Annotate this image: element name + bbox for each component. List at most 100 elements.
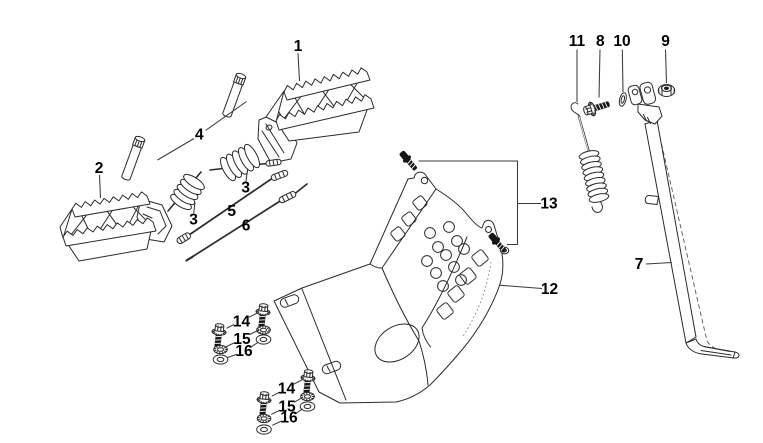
serration	[222, 345, 224, 348]
thread	[259, 319, 266, 321]
knurl-line	[272, 160, 275, 166]
thread	[304, 381, 311, 384]
thread	[498, 244, 503, 249]
socket-head-bolt	[488, 232, 507, 253]
knurl-line	[278, 172, 281, 178]
flange-slot	[321, 360, 342, 375]
serrated-rail	[62, 217, 157, 247]
thread	[601, 103, 605, 109]
serration	[591, 102, 593, 106]
leader-14b	[271, 379, 303, 397]
bolt-head-top	[488, 232, 494, 238]
washer-hole	[260, 426, 268, 433]
serration	[265, 325, 267, 328]
vent-slot	[471, 249, 489, 267]
thread	[594, 104, 598, 111]
thread	[259, 315, 266, 318]
lock-washer	[300, 391, 315, 402]
flat-washer	[299, 401, 316, 412]
shape	[326, 365, 331, 372]
serration	[212, 332, 216, 334]
leader-7	[645, 261, 673, 265]
bolt-head-top	[399, 150, 405, 156]
hex-edge	[585, 107, 591, 110]
serration	[303, 379, 306, 381]
knurl-line	[276, 159, 279, 165]
serration	[265, 414, 268, 417]
footpeg-right	[257, 67, 375, 164]
bolt-head-top	[258, 303, 269, 308]
skid-plate-bolts	[399, 150, 510, 255]
flat-washer	[255, 334, 272, 345]
vent-slot	[390, 226, 406, 242]
flanged-hex-bolt	[211, 323, 227, 350]
shape	[279, 294, 300, 308]
thread	[598, 103, 602, 110]
serration	[265, 332, 267, 335]
thread	[411, 164, 416, 169]
callout-4: 4	[195, 127, 204, 144]
callout-3: 3	[189, 212, 198, 229]
shape	[440, 249, 452, 261]
serration	[593, 112, 596, 115]
bolt-head-top	[303, 369, 314, 374]
leader-8	[598, 49, 601, 98]
shape	[284, 299, 289, 306]
washer-hole	[216, 356, 225, 363]
flange-nut	[657, 84, 676, 97]
thread	[604, 102, 608, 108]
callout-10: 10	[613, 33, 630, 50]
thread	[496, 241, 501, 246]
hinge-pin-5	[188, 177, 273, 236]
callout-12: 12	[541, 281, 558, 298]
knurled-tip	[278, 191, 297, 204]
shape	[424, 227, 436, 239]
bracket-body	[637, 103, 663, 125]
serration	[311, 379, 315, 381]
leader-16a	[227, 341, 259, 359]
leader-3b	[193, 202, 196, 214]
serration	[224, 346, 227, 349]
bend-line	[461, 261, 492, 339]
serration	[259, 420, 262, 423]
spring-coil	[244, 143, 260, 169]
shape	[437, 280, 449, 292]
knurl-line	[282, 171, 285, 177]
callout-5: 5	[227, 203, 236, 220]
serration	[259, 414, 262, 417]
knurl-line	[274, 174, 277, 180]
serration	[258, 331, 261, 334]
bracket-detail	[643, 114, 651, 124]
washer-hole	[303, 403, 312, 410]
washer-hole	[260, 416, 268, 421]
nut-hole	[664, 86, 670, 91]
knurl-line	[134, 139, 138, 147]
footpeg-mount-pins	[121, 72, 247, 181]
kickstand	[583, 81, 740, 359]
vent-slot	[447, 285, 465, 303]
serration	[258, 313, 261, 315]
serration	[258, 326, 261, 329]
leader-12	[498, 284, 543, 290]
serration	[224, 350, 227, 353]
ear-hole	[485, 226, 492, 233]
pin-body	[222, 81, 243, 118]
serration	[267, 327, 270, 329]
clevis-hole	[265, 124, 273, 131]
peg-end-cap	[59, 208, 73, 239]
callout-6: 6	[242, 218, 251, 235]
serration	[267, 401, 271, 403]
serration	[257, 400, 261, 402]
spring-peg	[644, 195, 659, 205]
serration	[589, 101, 592, 105]
pivot-hole	[631, 88, 639, 96]
thread	[259, 410, 266, 412]
callout-14: 14	[233, 314, 251, 331]
callout-1: 1	[294, 38, 303, 55]
thread	[409, 162, 414, 167]
serration	[264, 313, 267, 316]
skid-plate	[273, 171, 504, 404]
callout-16: 16	[235, 343, 253, 360]
serration	[215, 345, 218, 348]
